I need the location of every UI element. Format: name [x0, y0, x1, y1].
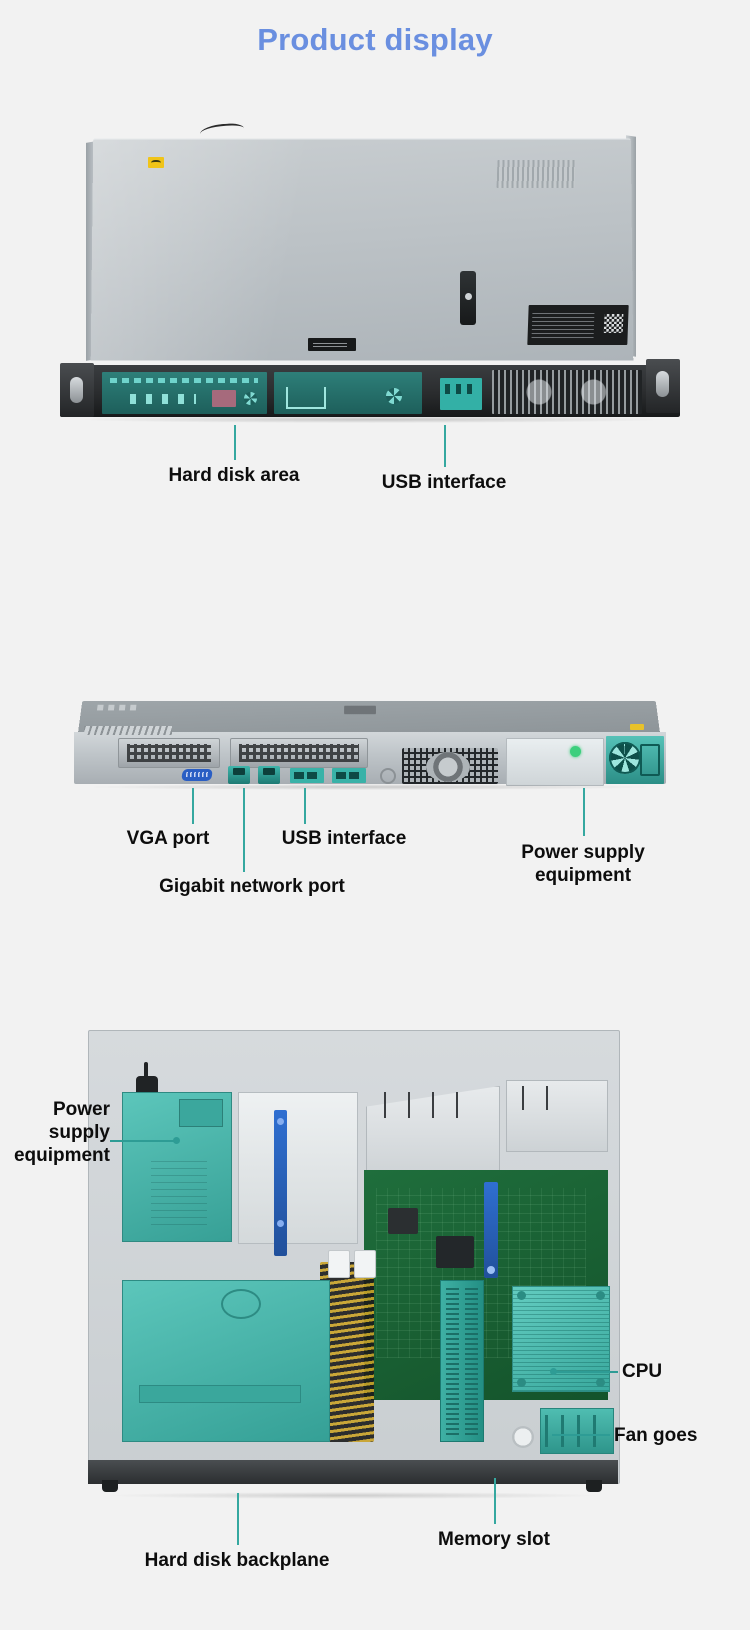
rear-fan-icon [426, 752, 470, 782]
label-power-supply-equipment-rear: Power supply equipment [521, 842, 645, 886]
leader-dot-cpu [550, 1368, 557, 1375]
riser-clips-1 [378, 1092, 474, 1118]
server-internal-view-image [88, 1030, 620, 1500]
psu-blank-bay [506, 738, 604, 786]
antenna-icon [199, 122, 245, 140]
psu-release-lever [640, 744, 660, 776]
chassis-foot-right [586, 1480, 602, 1492]
pcie-slot-1 [118, 738, 220, 768]
label-hard-disk-area: Hard disk area [168, 465, 300, 486]
chassis-front-rail [88, 1460, 618, 1484]
cpu-heatsink [512, 1286, 610, 1392]
brand-badge [308, 338, 356, 351]
leader-line-cpu [556, 1371, 618, 1373]
drop-shadow [88, 784, 652, 790]
drop-shadow [110, 1492, 596, 1499]
chipset-1 [388, 1208, 418, 1234]
label-power-supply-equipment-internal: Power supply equipment [13, 1099, 110, 1166]
label-gigabit-network-port: Gigabit network port [159, 876, 345, 897]
white-connector-1 [328, 1250, 350, 1278]
top-vent [496, 160, 576, 188]
chipset-2 [436, 1236, 474, 1268]
heatsink-screw [517, 1291, 526, 1300]
drop-shadow [80, 416, 664, 423]
leader-dot-power-supply-equipment [173, 1137, 180, 1144]
pcie-slot-2 [230, 738, 368, 768]
pcie-connector [484, 1182, 498, 1278]
backplane-slot [139, 1385, 301, 1403]
vga-connector [181, 769, 213, 781]
cmos-battery [512, 1426, 534, 1448]
page-title: Product display [257, 22, 493, 57]
white-connector-2 [354, 1250, 376, 1278]
leader-line-power-supply-equipment-rear [583, 788, 585, 836]
hard-disk-cage [238, 1092, 358, 1244]
hard-disk-bay-1 [102, 372, 267, 414]
fan-icon [386, 388, 402, 404]
psu-window [179, 1099, 223, 1127]
drive-marker [212, 390, 236, 407]
warning-tab-icon [148, 157, 164, 168]
backplane-cutout [221, 1289, 261, 1319]
ethernet-port-1 [228, 766, 250, 784]
label-memory-slot: Memory slot [438, 1529, 550, 1550]
riser-clips-2 [516, 1086, 570, 1110]
front-usb-block [440, 378, 482, 410]
server-front-view-image [59, 120, 681, 423]
internal-power-supply-unit [122, 1092, 232, 1242]
fan-icon [244, 392, 257, 405]
product-label-sticker [527, 305, 629, 345]
heatsink-screw [596, 1291, 605, 1300]
bay-vent-row [110, 378, 258, 383]
label-hard-disk-backplane: Hard disk backplane [144, 1550, 330, 1571]
usb-port-pair-2 [332, 768, 366, 783]
hard-disk-backplane-part [122, 1280, 330, 1442]
psu-handle-knob [136, 1062, 158, 1094]
lid-release-handle [460, 271, 476, 325]
leader-line-fan-goes [552, 1434, 610, 1436]
server-rear-view-image [70, 690, 670, 802]
front-air-grille [492, 370, 642, 414]
ethernet-port-2 [258, 766, 280, 784]
rack-ear-right [646, 359, 680, 413]
label-fan-goes: Fan goes [614, 1425, 698, 1446]
leader-line-hard-disk-area [234, 425, 236, 460]
rear-vent-strip [84, 726, 172, 735]
label-usb-interface-front: USB interface [381, 472, 507, 493]
heatsink-screw [596, 1378, 605, 1387]
psu-label-text [151, 1161, 207, 1225]
drive-latch [286, 387, 326, 409]
leader-line-gigabit-network-port [243, 788, 245, 872]
leader-line-power-supply-equipment-internal [110, 1140, 177, 1142]
usb-port-pair-1 [290, 768, 324, 783]
psu-status-led [570, 746, 581, 757]
label-cpu: CPU [622, 1361, 663, 1382]
hard-disk-bay-2 [274, 372, 422, 414]
fan-module-row [540, 1408, 614, 1454]
drive-status-leds [130, 394, 196, 404]
leader-line-memory-slot [494, 1478, 496, 1524]
label-usb-interface-rear: USB interface [281, 828, 407, 849]
psu-fan-icon [609, 742, 641, 774]
rack-ear-left [60, 363, 94, 417]
leader-line-vga-port [192, 788, 194, 824]
heatsink-screw [517, 1378, 526, 1387]
rear-uid-button-icon [380, 768, 396, 784]
leader-line-usb-interface-front [444, 425, 446, 467]
power-supply-module [606, 736, 664, 784]
leader-line-usb-interface-rear [304, 788, 306, 824]
memory-slot-part [440, 1280, 484, 1442]
chassis-foot-left [102, 1480, 118, 1492]
rear-warning-tab-icon [630, 724, 644, 730]
blue-drive-rail [274, 1110, 287, 1256]
label-vga-port: VGA port [126, 828, 210, 849]
leader-line-hard-disk-backplane [237, 1493, 239, 1545]
